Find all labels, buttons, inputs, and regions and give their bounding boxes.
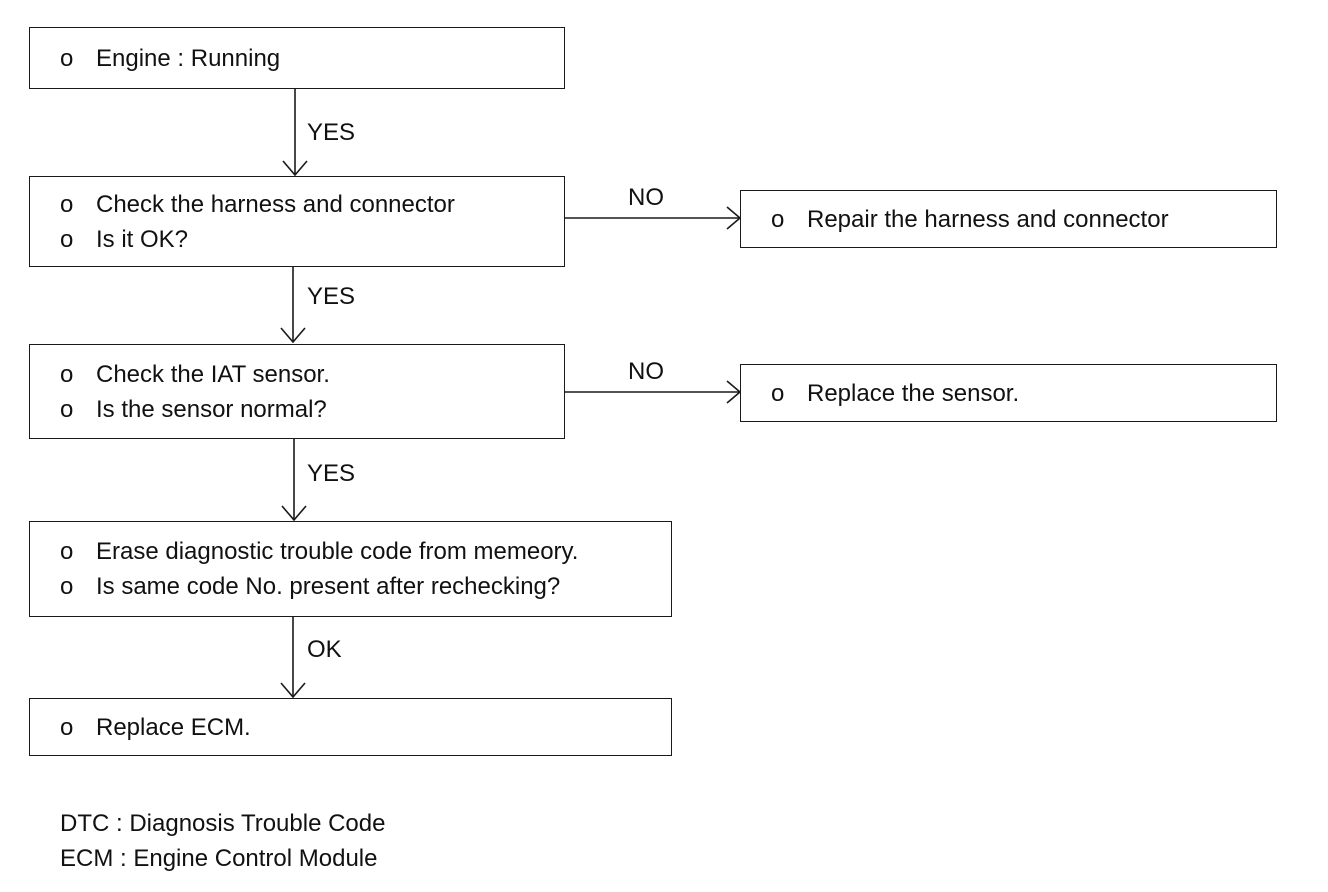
bullet-marker: o xyxy=(771,379,785,407)
node-text: Is it OK? xyxy=(96,225,189,253)
abbreviation-legend: DTC : Diagnosis Trouble Code ECM : Engin… xyxy=(60,806,385,876)
node-line: o Replace ECM. xyxy=(60,710,671,745)
bullet-marker: o xyxy=(771,205,785,233)
node-text: Is the sensor normal? xyxy=(96,395,327,423)
node-repair-harness: o Repair the harness and connector xyxy=(740,190,1277,248)
bullet-marker: o xyxy=(60,190,74,218)
arrowhead-start-to-harness xyxy=(282,160,308,177)
node-erase-dtc: o Erase diagnostic trouble code from mem… xyxy=(29,521,672,617)
node-line: o Engine : Running xyxy=(60,41,564,76)
arrowhead-sensor-to-erase xyxy=(281,505,307,522)
bullet-marker: o xyxy=(60,225,74,253)
node-text: Repair the harness and connector xyxy=(807,205,1169,233)
node-line: o Erase diagnostic trouble code from mem… xyxy=(60,534,671,569)
edge-label-ok: OK xyxy=(307,636,342,663)
legend-line-dtc: DTC : Diagnosis Trouble Code xyxy=(60,810,386,837)
edge-label-yes: YES xyxy=(307,460,356,487)
edge-label-no: NO xyxy=(628,184,664,211)
node-line: o Is it OK? xyxy=(60,222,564,257)
node-line: o Check the IAT sensor. xyxy=(60,357,564,392)
edge-label-no: NO xyxy=(628,358,664,385)
bullet-marker: o xyxy=(60,538,74,565)
node-line: o Replace the sensor. xyxy=(771,376,1276,411)
node-line: o Repair the harness and connector xyxy=(771,202,1276,237)
node-text: Erase diagnostic trouble code from memeo… xyxy=(96,538,579,565)
node-text: Replace ECM. xyxy=(96,713,251,741)
legend-line-ecm: ECM : Engine Control Module xyxy=(60,845,378,872)
node-engine-running: o Engine : Running xyxy=(29,27,565,89)
node-line: o Is the sensor normal? xyxy=(60,392,564,427)
node-line: o Is same code No. present after recheck… xyxy=(60,569,671,604)
bullet-marker: o xyxy=(60,713,74,741)
node-text: Is same code No. present after recheckin… xyxy=(96,573,561,600)
edge-label-yes: YES xyxy=(307,283,356,310)
node-check-harness: o Check the harness and connector o Is i… xyxy=(29,176,565,267)
bullet-marker: o xyxy=(60,44,74,72)
bullet-marker: o xyxy=(60,360,74,388)
bullet-marker: o xyxy=(60,395,74,423)
node-check-iat-sensor: o Check the IAT sensor. o Is the sensor … xyxy=(29,344,565,439)
node-line: o Check the harness and connector xyxy=(60,187,564,222)
node-text: Check the harness and connector xyxy=(96,190,455,218)
node-replace-sensor: o Replace the sensor. xyxy=(740,364,1277,422)
bullet-marker: o xyxy=(60,573,74,600)
node-text: Replace the sensor. xyxy=(807,379,1020,407)
node-replace-ecm: o Replace ECM. xyxy=(29,698,672,756)
arrowhead-harness-to-sensor xyxy=(280,327,306,344)
node-text: Engine : Running xyxy=(96,44,281,72)
arrowhead-erase-to-ecm xyxy=(280,682,306,699)
node-text: Check the IAT sensor. xyxy=(96,360,330,388)
edge-label-yes: YES xyxy=(307,119,356,146)
